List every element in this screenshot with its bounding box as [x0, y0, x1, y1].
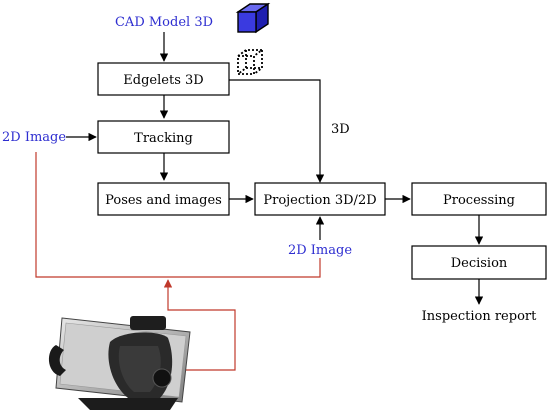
image-2d-left-label: 2D Image	[2, 130, 66, 145]
dotted-wireframe-cube-icon	[237, 49, 265, 75]
tablet-camera-rig-illustration	[48, 316, 191, 410]
image-2d-bottom-label: 2D Image	[288, 243, 352, 258]
tracking-box: Tracking	[97, 120, 230, 154]
processing-label: Processing	[443, 193, 515, 208]
inspection-report-label: Inspection report	[422, 309, 537, 324]
projection-label: Projection 3D/2D	[263, 193, 376, 208]
poses-images-label: Poses and images	[105, 193, 222, 208]
decision-label: Decision	[451, 256, 508, 271]
edgelets-3d-box: Edgelets 3D	[97, 62, 230, 96]
decision-box: Decision	[411, 245, 547, 280]
edge-3d-label: 3D	[331, 122, 350, 137]
feedback-line-device	[160, 279, 236, 371]
edgelets-3d-label: Edgelets 3D	[123, 73, 203, 88]
solid-cube-icon	[235, 2, 271, 34]
cad-model-label: CAD Model 3D	[115, 15, 213, 30]
processing-box: Processing	[411, 182, 547, 216]
arrow-edgelets-to-projection	[229, 79, 325, 183]
poses-images-box: Poses and images	[97, 182, 230, 216]
feedback-line-main	[35, 152, 321, 278]
tracking-label: Tracking	[134, 131, 193, 146]
projection-box: Projection 3D/2D	[254, 182, 386, 216]
